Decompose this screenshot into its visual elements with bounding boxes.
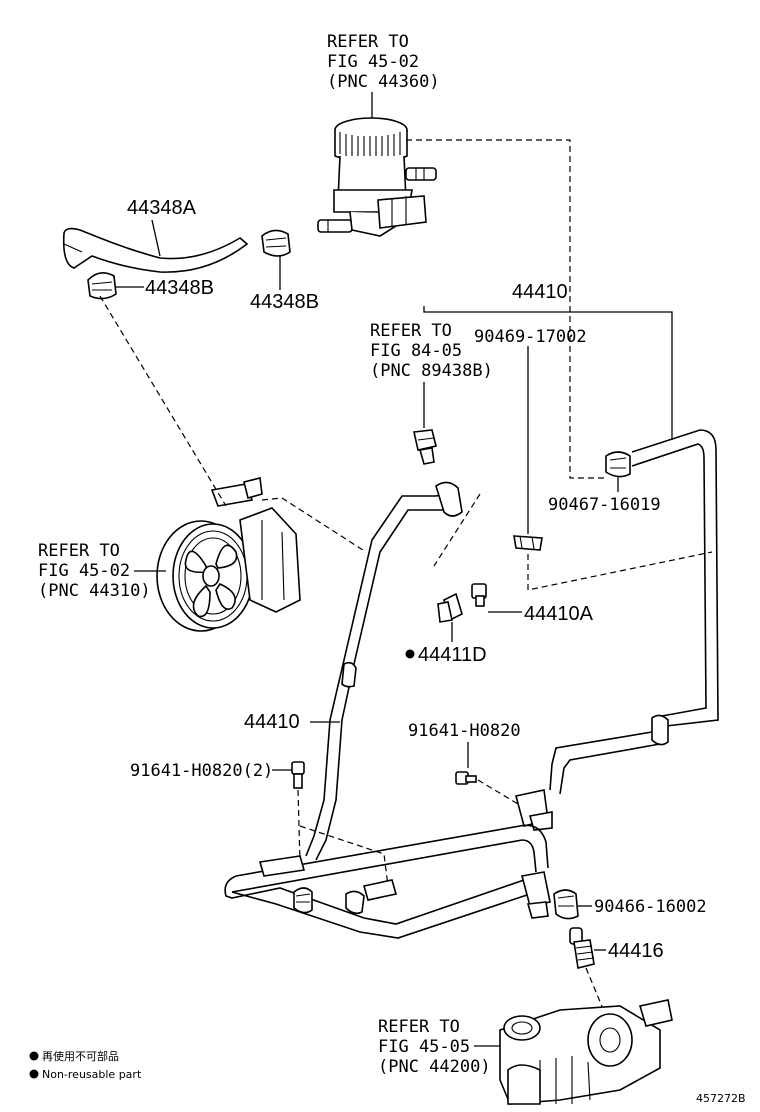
dashline-left-bolt	[297, 789, 389, 887]
fitting-44416-label: 44416	[608, 940, 664, 962]
hose-clamp-44348b-middle	[261, 229, 291, 257]
legend: 再使用不可部品 Non-reusable part	[29, 1049, 142, 1081]
pipe-44410-label: 44410	[244, 711, 300, 733]
pump-ref-line2: FIG 45-02	[38, 561, 130, 581]
reservoir-tank	[317, 117, 437, 237]
sensor-ref-line2: FIG 84-05	[370, 341, 462, 361]
non-reusable-marker	[405, 649, 415, 659]
assy-44410-top-label: 44410	[512, 281, 568, 303]
reservoir-reference-label: REFER TO FIG 45-02 (PNC 44360)	[327, 32, 440, 118]
legend-line1: 再使用不可部品	[42, 1049, 119, 1063]
bolt-91641-right-label: 91641-H0820	[408, 721, 521, 741]
gear-ref-line2: FIG 45-05	[378, 1037, 470, 1057]
bracket-44411d	[437, 592, 463, 623]
gear-ref-line1: REFER TO	[378, 1017, 460, 1037]
dashline-reservoir-to-return	[406, 139, 604, 479]
clamp-44348b-left-label: 44348B	[145, 277, 214, 299]
bolt-91641-left	[291, 761, 305, 789]
return-hose	[549, 429, 719, 795]
bolt-44410a-label: 44410A	[524, 603, 594, 625]
hose-clamp-44348b-left	[87, 272, 117, 300]
gear-ref-line3: (PNC 44200)	[378, 1057, 491, 1077]
sensor-ref-line1: REFER TO	[370, 321, 452, 341]
hose-clip-90469	[513, 535, 543, 551]
legend-marker-1	[29, 1051, 39, 1061]
clip-90469-label: 90469-17002	[474, 327, 587, 347]
pump-reference-label: REFER TO FIG 45-02 (PNC 44310)	[38, 541, 166, 601]
clamp-90467-label: 90467-16019	[548, 495, 661, 515]
suction-hose-44348a	[62, 227, 249, 273]
pressure-pipe-44410	[305, 481, 463, 861]
pump-ref-line1: REFER TO	[38, 541, 120, 561]
reservoir-ref-line2: FIG 45-02	[327, 52, 419, 72]
bolt-91641-left-label: 91641-H0820(2)	[130, 761, 273, 781]
dashline-clip	[527, 551, 713, 591]
bolt-91641-right	[455, 771, 477, 785]
hose-clamp-90467	[605, 451, 631, 478]
clamp-90466-label: 90466-16002	[594, 897, 707, 917]
pump-ref-line3: (PNC 44310)	[38, 581, 151, 601]
bolt-44410a	[471, 583, 487, 607]
figure-id: 457272B	[696, 1092, 746, 1105]
legend-marker-2	[29, 1069, 39, 1079]
dashline-sensor	[433, 493, 481, 567]
hose-44348a-label: 44348A	[127, 197, 197, 219]
gear-reference-label: REFER TO FIG 45-05 (PNC 44200)	[378, 1017, 500, 1077]
pressure-sensor	[413, 429, 437, 465]
bracket-44411d-label: 44411D	[418, 644, 487, 666]
lower-pipe-assembly	[224, 824, 551, 939]
reservoir-ref-line3: (PNC 44360)	[327, 72, 440, 92]
steering-gear-housing	[499, 999, 673, 1105]
power-steering-pump	[156, 477, 301, 632]
legend-line2: Non-reusable part	[42, 1068, 142, 1081]
dashline-right-bolt	[477, 779, 519, 805]
reservoir-ref-line1: REFER TO	[327, 32, 409, 52]
sensor-ref-line3: (PNC 89438B)	[370, 361, 493, 381]
clamp-44348b-middle-label: 44348B	[250, 291, 319, 313]
sensor-reference-label: REFER TO FIG 84-05 (PNC 89438B)	[370, 321, 493, 428]
dashline-clamp-to-pump	[99, 295, 227, 507]
pipe-bracket-right	[515, 789, 553, 831]
union-fitting-44416	[569, 927, 595, 969]
hose-clamp-90466	[553, 889, 579, 920]
assy-44410-bracket	[423, 306, 673, 440]
dashline-pump-outlet	[261, 497, 367, 553]
